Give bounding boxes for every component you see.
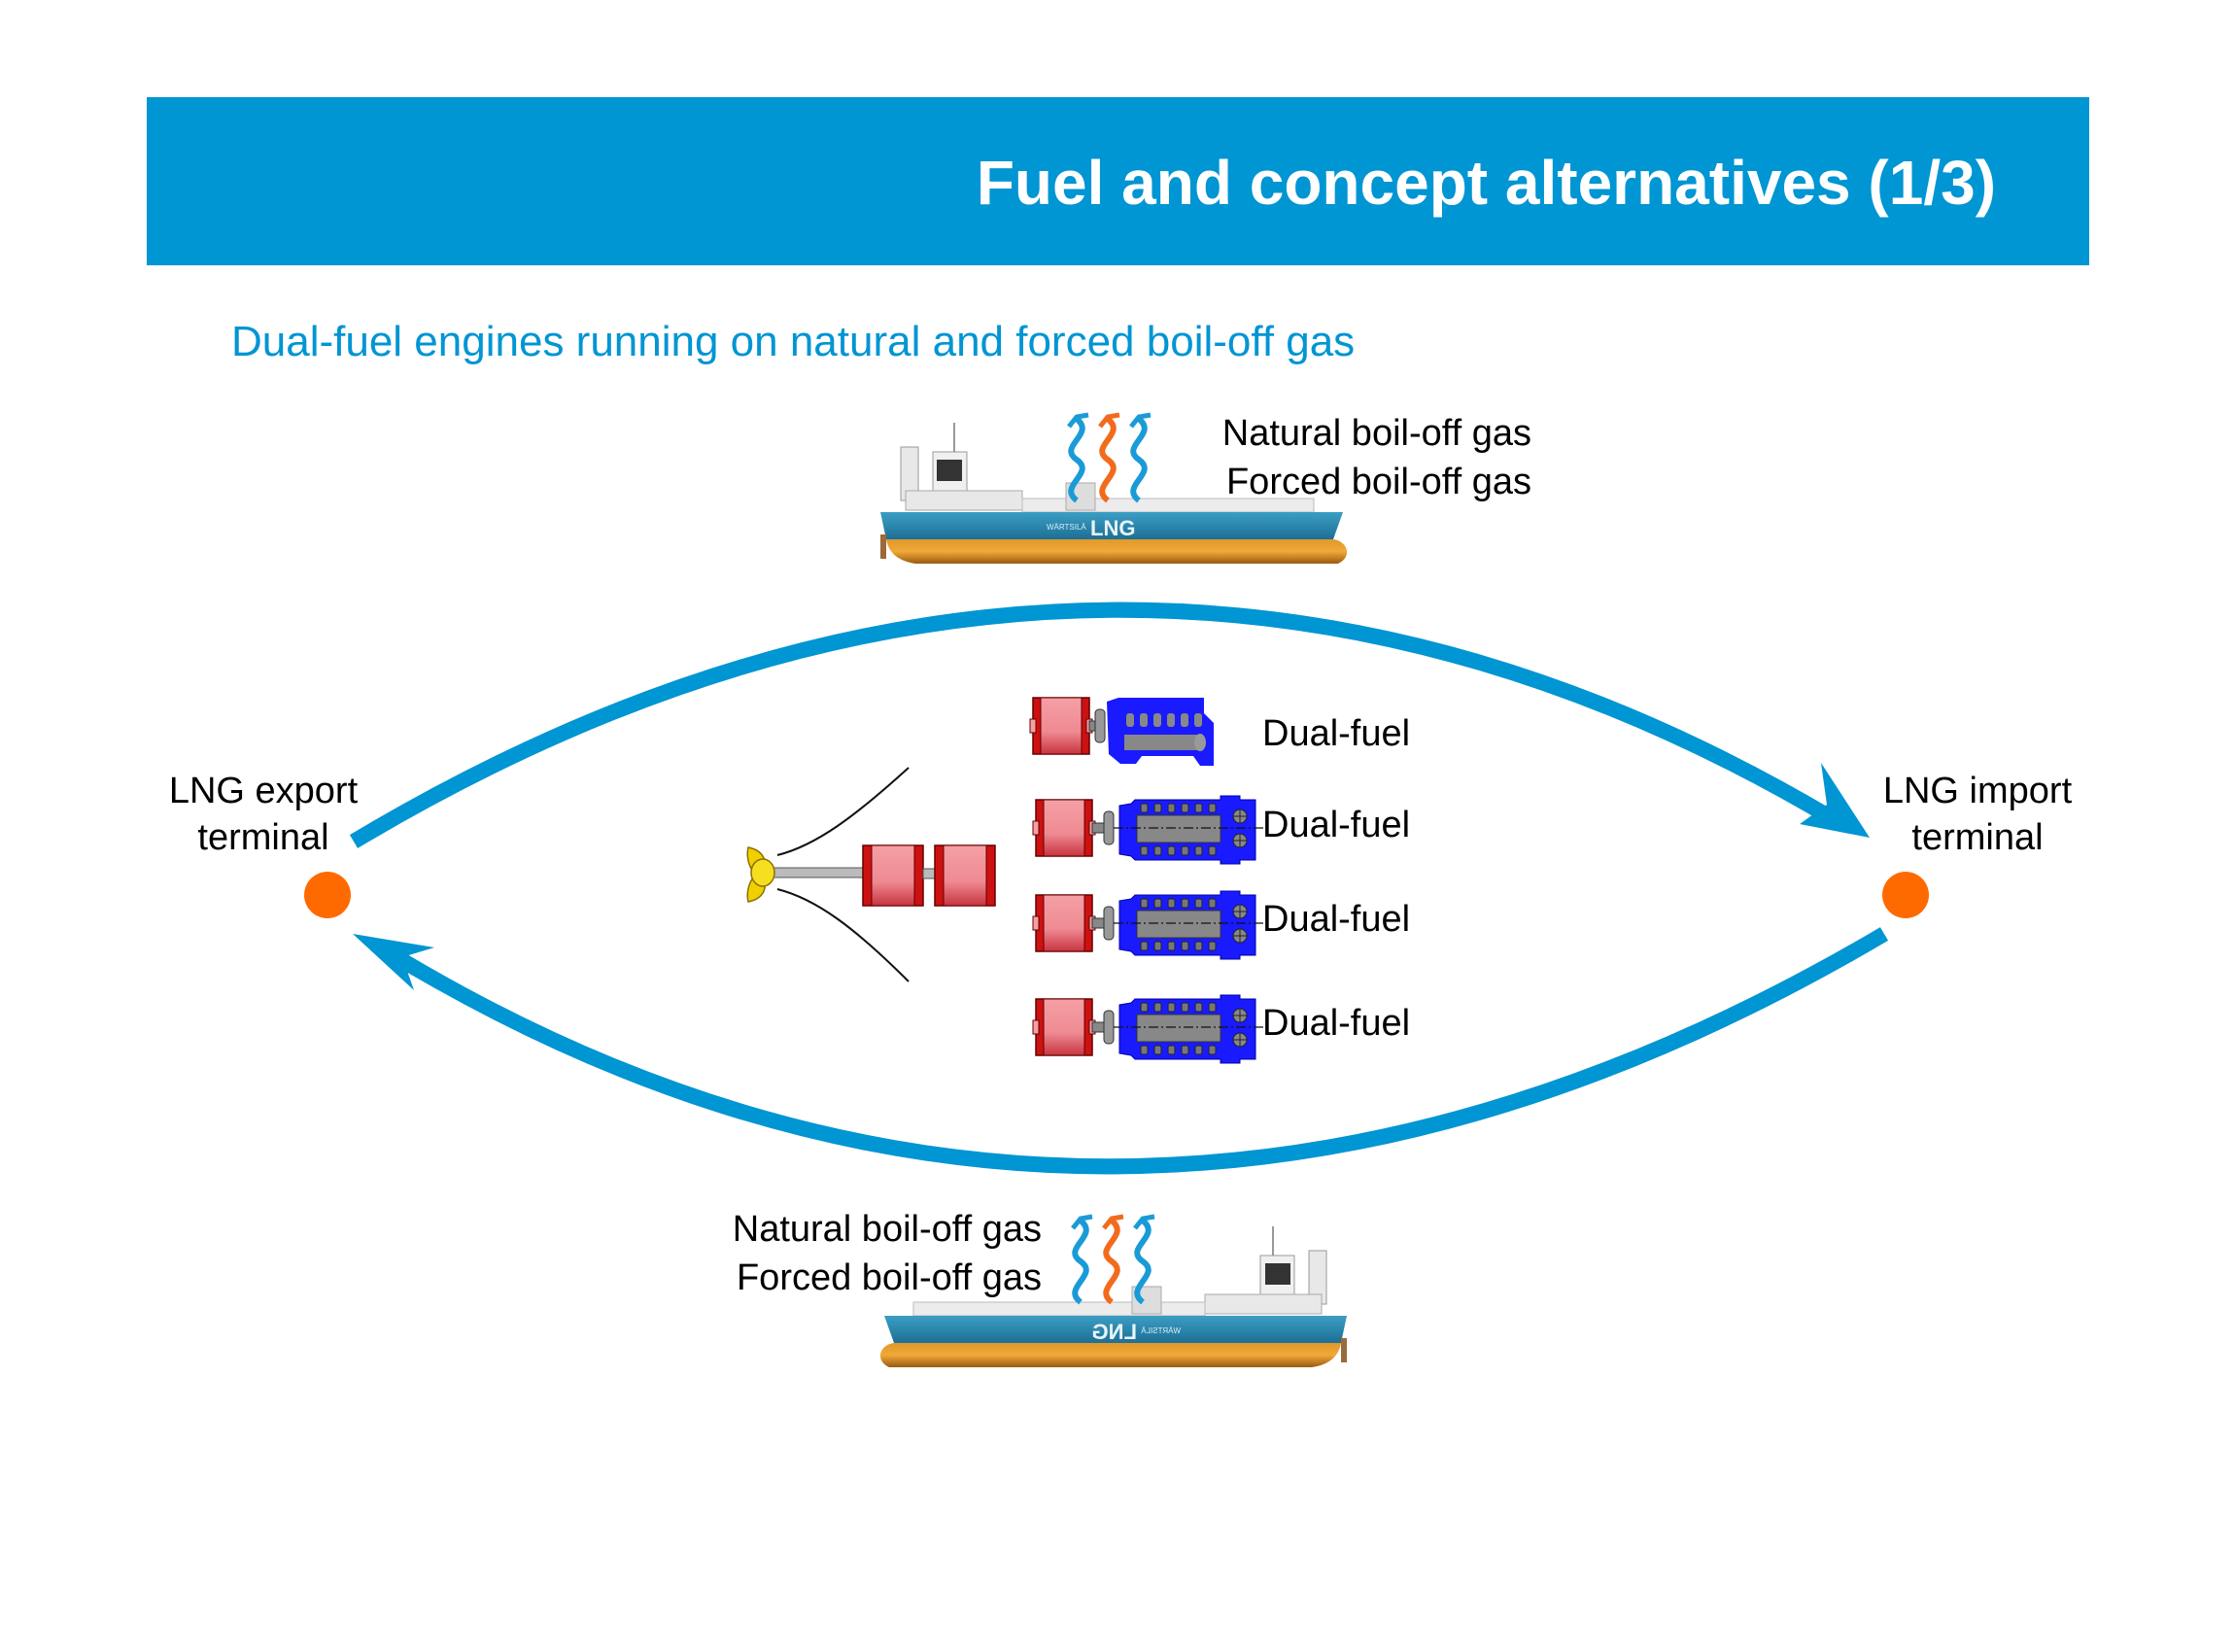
laden-gas-label-natural: Natural boil-off gas bbox=[1221, 413, 1531, 454]
export-terminal-label-line2: terminal bbox=[197, 817, 329, 858]
import-terminal-label-line1: LNG import bbox=[1882, 771, 2073, 811]
engine-label: Dual-fuel bbox=[1262, 713, 1411, 754]
laden-voyage-arrow bbox=[349, 602, 1841, 848]
engine-label: Dual-fuel bbox=[1262, 899, 1411, 940]
ballast-gas-label-forced: Forced boil-off gas bbox=[736, 1257, 1042, 1298]
import-terminal-label-line2: terminal bbox=[1911, 817, 2044, 858]
propulsion-motor-icon bbox=[934, 844, 996, 907]
engine-generator-set-2 bbox=[1033, 796, 1265, 864]
title-banner: Fuel and concept alternatives (1/3) bbox=[147, 97, 2089, 265]
engine-generator-set-1 bbox=[1030, 698, 1214, 766]
engine-generator-set-4 bbox=[1033, 995, 1265, 1063]
page-title: Fuel and concept alternatives (1/3) bbox=[976, 148, 1996, 218]
export-terminal-dot bbox=[304, 872, 351, 918]
ballast-gas-label-natural: Natural boil-off gas bbox=[732, 1209, 1042, 1250]
engine-label: Dual-fuel bbox=[1262, 805, 1411, 845]
propulsion-train bbox=[746, 767, 996, 982]
import-terminal-dot bbox=[1882, 872, 1929, 918]
engine-label: Dual-fuel bbox=[1262, 1003, 1411, 1044]
engine-generator-set-3 bbox=[1033, 891, 1265, 959]
laden-gas-label-forced: Forced boil-off gas bbox=[1225, 462, 1531, 502]
arrow-head-icon bbox=[353, 934, 434, 990]
propulsion-motor-icon bbox=[862, 844, 924, 907]
page-subtitle: Dual-fuel engines running on natural and… bbox=[231, 318, 1356, 365]
propeller-icon bbox=[746, 846, 775, 903]
arrow-head-icon bbox=[1800, 763, 1870, 838]
ballast-voyage-arrow bbox=[384, 927, 1889, 1175]
export-terminal-label-line1: LNG export bbox=[168, 771, 359, 811]
